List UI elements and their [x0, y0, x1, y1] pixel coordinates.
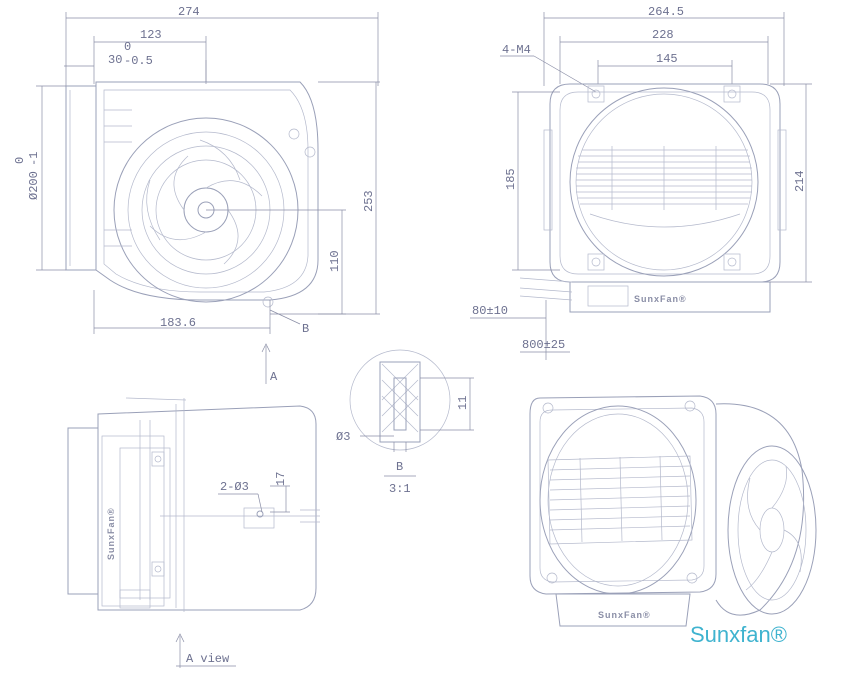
isometric-view: SunxFan® [529, 395, 817, 627]
dim-width-183: 183.6 [160, 316, 196, 330]
dim-diameter-upper-tol: 0 [13, 157, 27, 164]
dim-height-185: 185 [504, 168, 518, 190]
screw-spec-label: 4-M4 [502, 43, 531, 57]
impeller-blades [576, 146, 752, 228]
dim-flange: 30 [108, 53, 122, 67]
dim-flange-lower-tol: -0.5 [124, 54, 153, 68]
detail-label-b: B [396, 460, 403, 474]
detail-ref-b: B [302, 322, 309, 336]
sunxfan-watermark: Sunxfan® [690, 622, 787, 647]
dim-17: 17 [274, 472, 288, 486]
dim-diameter-lower-tol: -1 [27, 152, 41, 166]
dim-lead-800: 800±25 [522, 338, 565, 352]
hole-spec: 2-Ø3 [220, 480, 249, 494]
dim-height-214: 214 [793, 170, 807, 192]
detail-b-view: A 11 Ø3 B 3:1 [261, 343, 474, 496]
front-view: SunxFan® 264.5 228 145 4-M4 185 214 80±1… [470, 5, 812, 360]
dim-hole-spacing-228: 228 [652, 28, 674, 42]
brand-label-a-view: SunxFan® [106, 507, 116, 560]
dim-phi3: Ø3 [336, 430, 350, 444]
dim-height-110: 110 [328, 250, 342, 272]
a-view: SunxFan® 2-Ø3 17 A view [67, 397, 320, 668]
dim-offset-123: 123 [140, 28, 162, 42]
side-view: 274 123 30 0 -0.5 Ø200 0 -1 253 110 183.… [13, 5, 380, 336]
dim-flange-upper-tol: 0 [124, 40, 131, 54]
dim-11: 11 [456, 396, 470, 410]
dim-hole-spacing-145: 145 [656, 52, 678, 66]
iso-impeller [547, 455, 693, 545]
dim-front-overall-width: 264.5 [648, 5, 684, 19]
detail-scale: 3:1 [389, 482, 411, 496]
view-arrow-a: A [270, 370, 278, 384]
dim-overall-width: 274 [178, 5, 200, 19]
dim-diameter-outlet: Ø200 [27, 171, 41, 200]
dim-height-253: 253 [362, 190, 376, 212]
dim-lead-80: 80±10 [472, 304, 508, 318]
brand-label-iso: SunxFan® [598, 610, 651, 620]
brand-label-front: SunxFan® [634, 294, 687, 304]
a-view-label: A view [186, 652, 230, 666]
